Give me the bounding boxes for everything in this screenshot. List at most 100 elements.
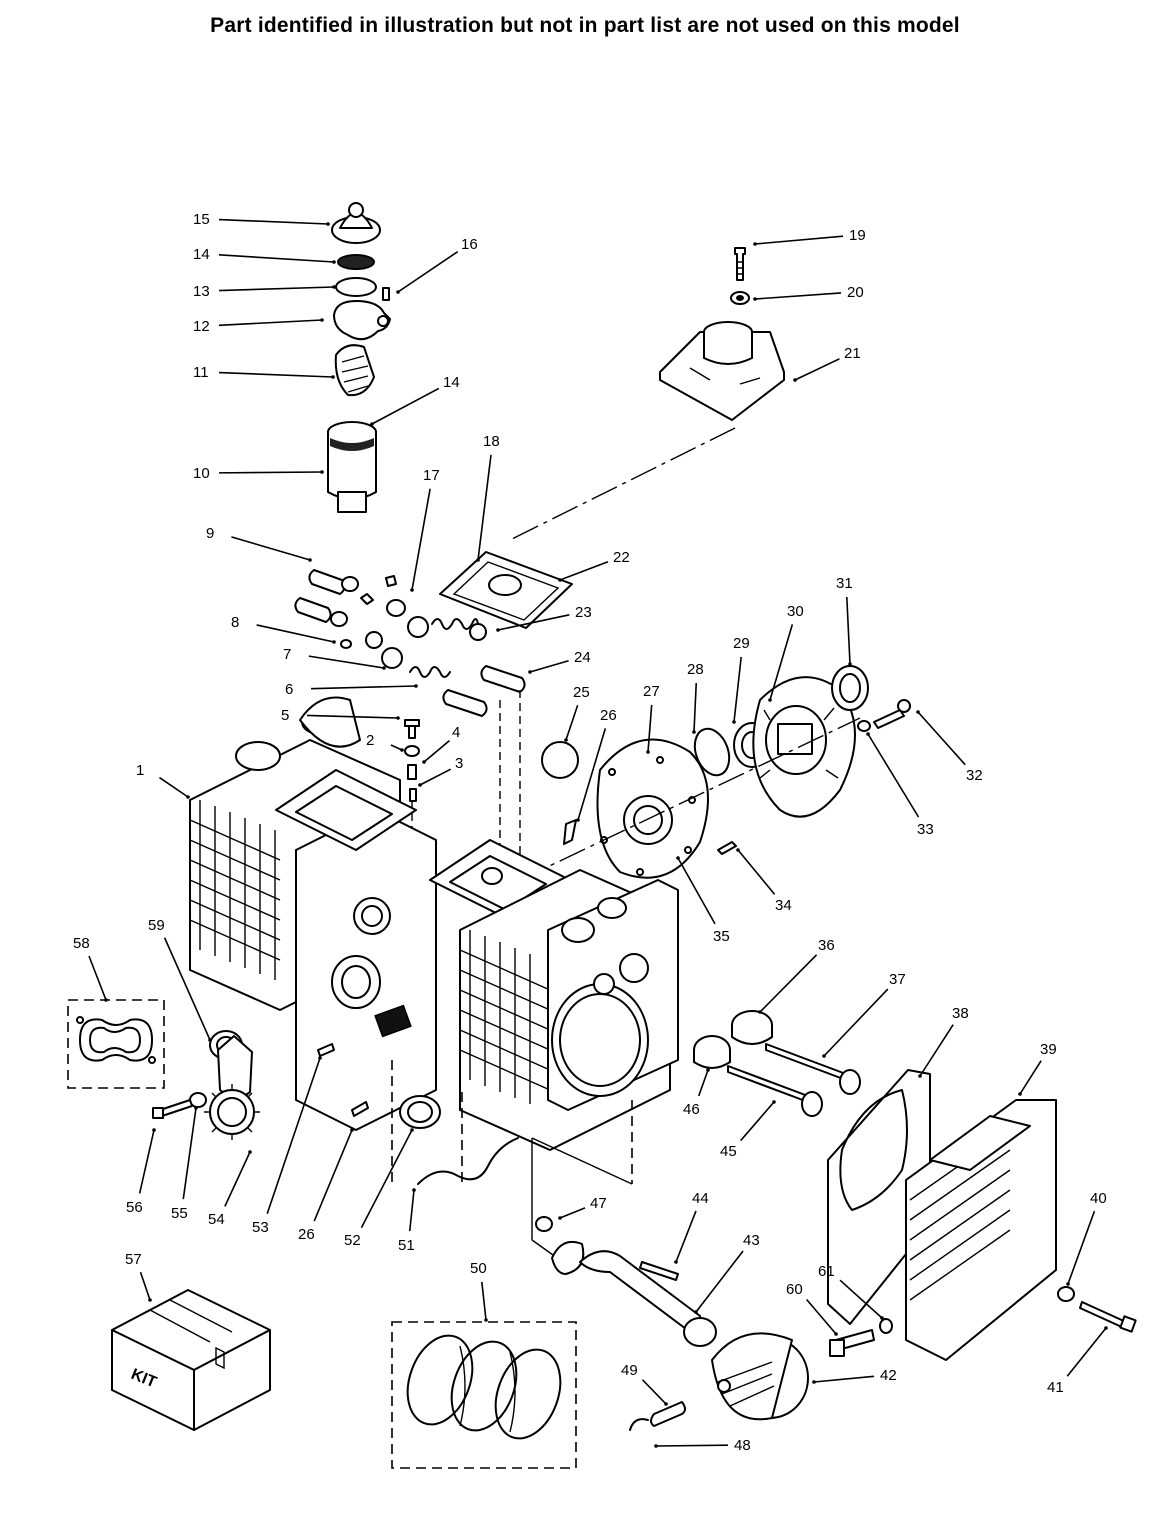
- callout-arrowhead-c60: [834, 1332, 838, 1336]
- callout-leader-c46: [697, 1069, 709, 1097]
- callout-arrowhead-c41: [1104, 1326, 1108, 1330]
- callout-arrowhead-c47: [558, 1216, 562, 1220]
- callout-leader-c47: [559, 1207, 586, 1219]
- callout-number-c9: 9: [206, 525, 214, 542]
- callout-leader-c26b: [313, 1129, 353, 1222]
- callout-leader-c56: [138, 1129, 155, 1194]
- callout-arrowhead-c49: [664, 1402, 668, 1406]
- callout-leaders: [88, 218, 1108, 1448]
- callout-number-c6: 6: [285, 681, 293, 698]
- callout-arrowhead-c57: [148, 1298, 152, 1302]
- callout-leader-c54: [224, 1151, 251, 1207]
- callout-arrowhead-c40: [1066, 1282, 1070, 1286]
- callout-number-c10: 10: [193, 465, 210, 482]
- callout-arrowhead-c59: [208, 1038, 212, 1042]
- callout-number-c3: 3: [455, 755, 463, 772]
- callout-arrowhead-c48: [654, 1444, 658, 1448]
- callout-leader-c32: [917, 711, 966, 766]
- callout-number-c26b: 26: [298, 1226, 315, 1243]
- callout-number-c35: 35: [713, 928, 730, 945]
- callout-leader-c13: [218, 286, 335, 292]
- callout-leader-c10: [218, 471, 323, 474]
- callout-number-c23: 23: [575, 604, 592, 621]
- callout-number-c27: 27: [643, 683, 660, 700]
- callout-number-c50: 50: [470, 1260, 487, 1277]
- callout-number-c19: 19: [849, 227, 866, 244]
- callout-leader-c39: [1019, 1060, 1042, 1095]
- valve-cover-assembly: [659, 247, 785, 421]
- callout-leader-c53: [266, 1057, 321, 1215]
- callout-leader-c44: [675, 1210, 697, 1263]
- callout-leader-c24: [529, 659, 569, 673]
- callout-arrowhead-c7: [382, 666, 386, 670]
- callout-number-c51: 51: [398, 1237, 415, 1254]
- callout-leader-c19: [754, 235, 844, 245]
- callout-arrowhead-c19: [753, 242, 757, 246]
- callout-arrowhead-c33: [866, 732, 870, 736]
- callout-arrowhead-c26a: [576, 818, 580, 822]
- callout-arrowhead-c5: [396, 716, 400, 720]
- callout-number-c22: 22: [613, 549, 630, 566]
- callout-number-c11: 11: [193, 364, 209, 381]
- callout-leader-c42: [813, 1375, 875, 1383]
- callout-arrowhead-c35: [676, 856, 680, 860]
- callout-number-c20: 20: [847, 284, 864, 301]
- callout-arrowhead-c34: [736, 848, 740, 852]
- callout-number-c2: 2: [366, 732, 374, 749]
- callout-leader-c60: [806, 1298, 837, 1335]
- callout-leader-c61: [839, 1279, 883, 1319]
- callout-arrowhead-c51: [412, 1188, 416, 1192]
- callout-leader-c55: [182, 1107, 197, 1200]
- callout-leader-c22: [559, 561, 609, 581]
- callout-number-c37: 37: [889, 971, 906, 988]
- callout-number-c44: 44: [692, 1190, 709, 1207]
- callout-leader-c25: [565, 704, 579, 741]
- callout-arrowhead-c42: [812, 1380, 816, 1384]
- callout-leader-c14b: [371, 387, 440, 425]
- callout-number-c12: 12: [193, 318, 210, 335]
- callout-arrowhead-c30: [768, 698, 772, 702]
- callout-arrowhead-c23: [496, 628, 500, 632]
- callout-number-c56: 56: [126, 1199, 143, 1216]
- callout-leader-c30: [769, 624, 794, 701]
- callout-leader-c20: [754, 292, 842, 300]
- callout-number-c25: 25: [573, 684, 590, 701]
- callout-leader-c16: [397, 251, 459, 293]
- callout-leader-c4: [423, 740, 450, 763]
- callout-number-c38: 38: [952, 1005, 969, 1022]
- callout-arrowhead-c6: [414, 684, 418, 688]
- callout-arrowhead-c24: [528, 670, 532, 674]
- callout-number-c48: 48: [734, 1437, 751, 1454]
- callout-arrowhead-c29: [732, 720, 736, 724]
- callout-arrowhead-c17: [410, 588, 414, 592]
- callout-leader-c9: [231, 536, 311, 561]
- valves-and-cylinder-head: [693, 1010, 1137, 1361]
- page-note: Part identified in illustration but not …: [210, 14, 960, 37]
- callout-number-c36: 36: [818, 937, 835, 954]
- callout-arrowhead-c21: [793, 378, 797, 382]
- callout-arrowhead-c20: [753, 297, 757, 301]
- callout-leader-c27: [647, 704, 653, 753]
- callout-number-c13: 13: [193, 283, 210, 300]
- callout-number-c24: 24: [574, 649, 591, 666]
- callout-number-c31: 31: [836, 575, 853, 592]
- callout-number-c30: 30: [787, 603, 804, 620]
- callout-leader-c2: [390, 744, 403, 751]
- callout-number-c26a: 26: [600, 707, 617, 724]
- callout-number-c14a: 14: [193, 246, 210, 263]
- callout-leader-c49: [641, 1379, 667, 1405]
- callout-number-c14b: 14: [443, 374, 460, 391]
- callout-arrowhead-c14b: [370, 422, 374, 426]
- piston-and-rod-assembly: [391, 1216, 809, 1469]
- callout-leader-c37: [823, 988, 889, 1057]
- callout-arrowhead-c32: [916, 710, 920, 714]
- callout-number-c46: 46: [683, 1101, 700, 1118]
- callout-leader-c38: [919, 1024, 954, 1077]
- callout-number-c16: 16: [461, 236, 478, 253]
- callout-arrowhead-c39: [1018, 1092, 1022, 1096]
- callout-number-c34: 34: [775, 897, 792, 914]
- callout-labels: 1234567891011121314141516171819202122232…: [73, 211, 1107, 1454]
- callout-arrowhead-c27: [646, 750, 650, 754]
